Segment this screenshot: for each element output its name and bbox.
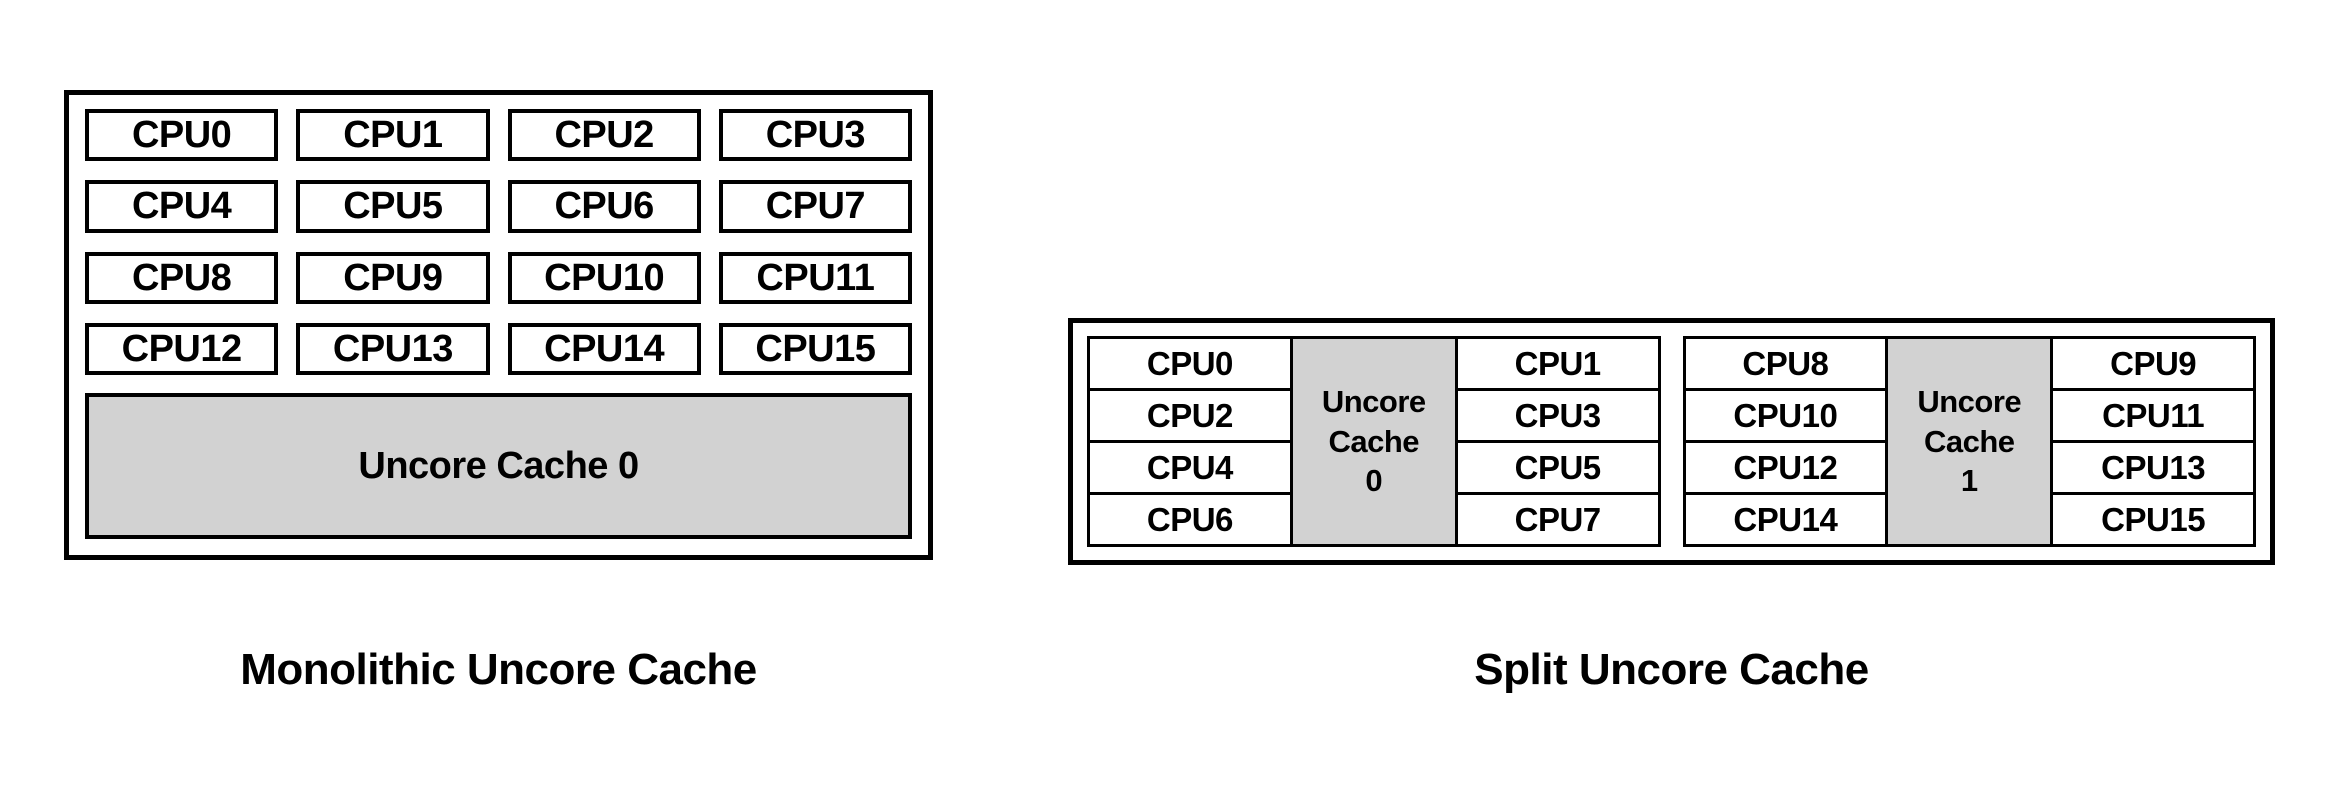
cluster-left-cpu-column: CPU0 CPU2 CPU4 CPU6 [1090,339,1290,544]
uncore-cache-block: Uncore Cache 0 [1289,339,1458,544]
uncore-cache-label-line3: 0 [1365,463,1383,499]
cpu-box: CPU12 [85,322,279,375]
uncore-cache-label-line1: Uncore [1917,383,2022,419]
cpu-cell: CPU7 [1457,495,1658,544]
cluster-left-cpu-column: CPU8 CPU10 CPU12 CPU14 [1685,339,1886,544]
split-uncore-diagram: CPU0 CPU2 CPU4 CPU6 Uncore Cache 0 CPU1 … [1068,318,2275,565]
cpu-box: CPU13 [296,322,490,375]
cpu-cell: CPU3 [1457,391,1658,443]
cpu-cell: CPU10 [1685,391,1886,443]
cpu-box: CPU15 [718,322,912,375]
cpu-box: CPU1 [296,109,490,162]
cpu-cell: CPU1 [1457,339,1658,391]
cpu-box: CPU5 [296,180,490,233]
cluster-right-cpu-column: CPU9 CPU11 CPU13 CPU15 [2053,339,2253,544]
uncore-cache-label-line2: Cache [1923,423,2015,459]
cpu-cell: CPU0 [1090,339,1290,391]
cpu-box: CPU0 [85,109,279,162]
split-caption: Split Uncore Cache [1474,645,1869,694]
cpu-cell: CPU15 [2053,495,2253,544]
uncore-cache-block: Uncore Cache 1 [1885,339,2054,544]
cpu-box: CPU6 [507,180,701,233]
cpu-cell: CPU9 [2053,339,2253,391]
uncore-cache-label-line2: Cache [1328,423,1420,459]
cpu-box: CPU7 [718,180,912,233]
uncore-cache-block: Uncore Cache 0 [85,393,912,539]
monolithic-cpu-grid: CPU0 CPU1 CPU2 CPU3 CPU4 CPU5 CPU6 CPU7 … [85,109,912,375]
cpu-box: CPU14 [507,322,701,375]
monolithic-caption: Monolithic Uncore Cache [240,645,757,694]
split-cluster: CPU0 CPU2 CPU4 CPU6 Uncore Cache 0 CPU1 … [1087,336,1661,547]
monolithic-uncore-diagram: CPU0 CPU1 CPU2 CPU3 CPU4 CPU5 CPU6 CPU7 … [64,90,933,560]
cpu-cell: CPU2 [1090,391,1290,443]
cpu-cell: CPU14 [1685,495,1886,544]
split-cluster: CPU8 CPU10 CPU12 CPU14 Uncore Cache 1 CP… [1682,336,2256,547]
cpu-box: CPU10 [507,251,701,304]
cpu-cell: CPU11 [2053,391,2253,443]
cpu-cell: CPU12 [1685,443,1886,495]
cpu-cell: CPU5 [1457,443,1658,495]
cpu-box: CPU2 [507,109,701,162]
cpu-box: CPU4 [85,180,279,233]
cpu-box: CPU8 [85,251,279,304]
cluster-right-cpu-column: CPU1 CPU3 CPU5 CPU7 [1457,339,1658,544]
uncore-cache-label-line3: 1 [1960,463,1978,499]
uncore-cache-label-line1: Uncore [1321,383,1426,419]
cpu-box: CPU3 [718,109,912,162]
cpu-cell: CPU8 [1685,339,1886,391]
cpu-box: CPU11 [718,251,912,304]
cpu-cell: CPU6 [1090,495,1290,544]
cpu-cell: CPU4 [1090,443,1290,495]
cpu-box: CPU9 [296,251,490,304]
cpu-cell: CPU13 [2053,443,2253,495]
